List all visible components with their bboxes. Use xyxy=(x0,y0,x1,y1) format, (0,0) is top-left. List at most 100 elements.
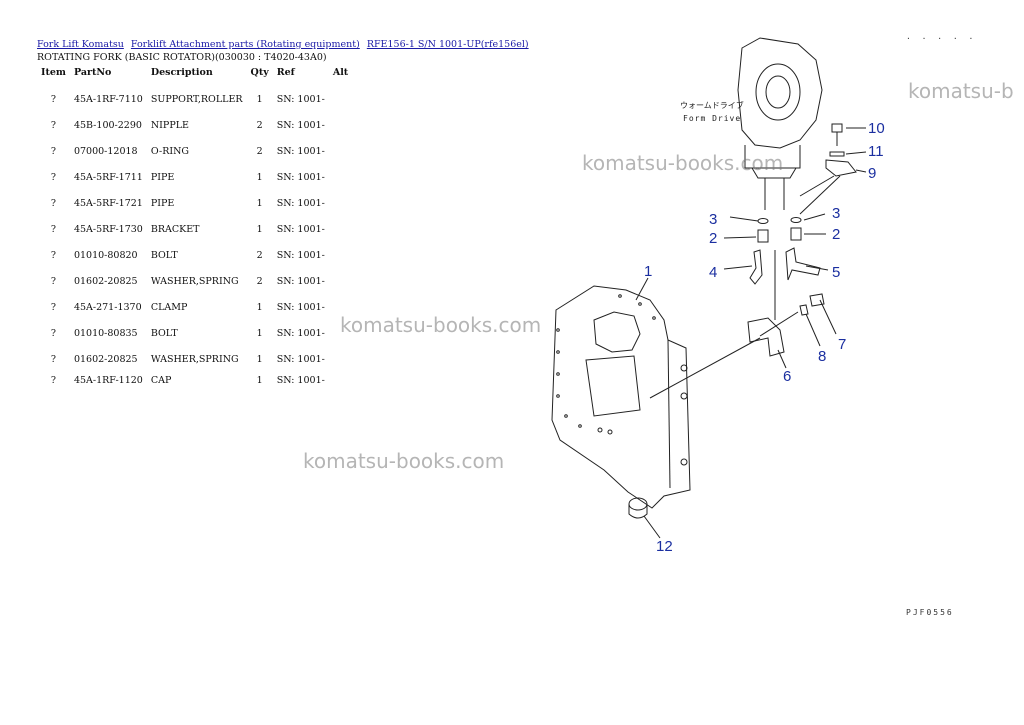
cell-ref: SN: 1001- xyxy=(276,374,325,386)
callout-6: 6 xyxy=(783,368,791,385)
cell-partno: 01602-20825 xyxy=(73,353,138,365)
diagram-labels: ウォームドライブ Form Drive xyxy=(680,100,744,123)
cell-description: SUPPORT,ROLLER xyxy=(150,93,243,105)
cell-ref: SN: 1001- xyxy=(276,353,325,365)
cell-item: ? xyxy=(50,197,57,209)
form-drive-label: Form Drive xyxy=(683,114,741,123)
cell-description: WASHER,SPRING xyxy=(150,353,239,365)
cell-alt xyxy=(329,86,352,112)
cell-qty: 2 xyxy=(256,249,263,261)
table-row: ? 45A-271-1370 CLAMP 1 SN: 1001- xyxy=(37,294,352,320)
callout-8: 8 xyxy=(818,348,826,365)
callout-numbers: 1 2 2 3 3 4 5 6 7 8 9 10 11 12 xyxy=(644,120,885,555)
cell-qty: 1 xyxy=(256,327,263,339)
watermark: komatsu-books.com xyxy=(582,151,784,175)
callout-1: 1 xyxy=(644,263,652,280)
drawing-ref-code: PJF0556 xyxy=(906,608,954,617)
cell-qty: 2 xyxy=(256,145,263,157)
cell-description: NIPPLE xyxy=(150,119,189,131)
cell-qty: 1 xyxy=(256,93,263,105)
parts-table: Item PartNo Description Qty Ref Alt ? 45… xyxy=(37,65,352,388)
table-header-row: Item PartNo Description Qty Ref Alt xyxy=(37,65,352,86)
table-row: ? 45A-1RF-7110 SUPPORT,ROLLER 1 SN: 1001… xyxy=(37,86,352,112)
callout-7: 7 xyxy=(838,336,846,353)
callout-3-right: 3 xyxy=(832,205,840,222)
pipe-5 xyxy=(785,247,821,281)
nipple-right xyxy=(790,227,802,241)
cell-partno: 45A-5RF-1730 xyxy=(73,223,143,235)
cell-item: ? xyxy=(50,119,57,131)
pipe-4 xyxy=(749,249,763,285)
cell-alt xyxy=(329,138,352,164)
header-alt: Alt xyxy=(332,67,349,78)
cell-description: PIPE xyxy=(150,171,175,183)
table-row: ? 45B-100-2290 NIPPLE 2 SN: 1001- xyxy=(37,112,352,138)
cell-partno: 01010-80835 xyxy=(73,327,138,339)
callout-9: 9 xyxy=(868,165,876,182)
table-row: ? 45A-5RF-1721 PIPE 1 SN: 1001- xyxy=(37,190,352,216)
cell-qty: 2 xyxy=(256,119,263,131)
jp-drive-label: ウォームドライブ xyxy=(680,100,744,110)
cell-description: BOLT xyxy=(150,249,178,261)
callout-2-left: 2 xyxy=(709,230,717,247)
clamp-9 xyxy=(825,159,857,177)
cell-qty: 1 xyxy=(256,353,263,365)
cell-partno: 45A-5RF-1721 xyxy=(73,197,143,209)
cell-item: ? xyxy=(50,353,57,365)
washer-11 xyxy=(829,151,845,157)
cell-alt xyxy=(329,372,352,388)
cell-qty: 1 xyxy=(256,171,263,183)
cell-alt xyxy=(329,164,352,190)
cell-item: ? xyxy=(50,327,57,339)
callout-12: 12 xyxy=(656,538,673,555)
watermark: komatsu-books.com xyxy=(340,313,542,337)
cell-partno: 45A-5RF-1711 xyxy=(73,171,143,183)
cell-ref: SN: 1001- xyxy=(276,145,325,157)
table-row: ? 45A-1RF-1120 CAP 1 SN: 1001- xyxy=(37,372,352,388)
cell-partno: 01010-80820 xyxy=(73,249,138,261)
table-row: ? 01010-80820 BOLT 2 SN: 1001- xyxy=(37,242,352,268)
header-description: Description xyxy=(150,67,213,78)
callout-5: 5 xyxy=(832,264,840,281)
o-ring-left xyxy=(757,218,769,224)
cell-item: ? xyxy=(50,249,57,261)
callout-4: 4 xyxy=(709,264,717,281)
cell-description: PIPE xyxy=(150,197,175,209)
cell-alt xyxy=(329,346,352,372)
breadcrumb-link-attachment[interactable]: Forklift Attachment parts (Rotating equi… xyxy=(130,39,360,50)
cell-partno: 07000-12018 xyxy=(73,145,138,157)
cap-12 xyxy=(628,497,648,511)
table-row: ? 45A-5RF-1711 PIPE 1 SN: 1001- xyxy=(37,164,352,190)
callout-2-right: 2 xyxy=(832,226,840,243)
cell-ref: SN: 1001- xyxy=(276,275,325,287)
cell-qty: 1 xyxy=(256,223,263,235)
cell-partno: 45A-1RF-7110 xyxy=(73,93,143,105)
cell-item: ? xyxy=(50,171,57,183)
rotator-housing xyxy=(737,37,823,149)
corner-marker: · · · · · xyxy=(906,34,977,43)
page-subtitle: ROTATING FORK (BASIC ROTATOR)(030030 : T… xyxy=(37,52,327,63)
cell-qty: 2 xyxy=(256,275,263,287)
cell-qty: 1 xyxy=(256,374,263,386)
cell-item: ? xyxy=(50,223,57,235)
cell-alt xyxy=(329,216,352,242)
diagram-linework xyxy=(551,37,867,539)
cell-alt xyxy=(329,112,352,138)
support-plate xyxy=(551,285,691,509)
cell-description: BRACKET xyxy=(150,223,200,235)
o-ring-right xyxy=(790,217,802,223)
cell-description: CLAMP xyxy=(150,301,188,313)
header-item: Item xyxy=(41,67,66,78)
breadcrumb-link-model[interactable]: RFE156-1 S/N 1001-UP(rfe156el) xyxy=(366,39,529,50)
watermark: komatsu-books.com xyxy=(303,449,505,473)
table-row: ? 01010-80835 BOLT 1 SN: 1001- xyxy=(37,320,352,346)
callout-3-left: 3 xyxy=(709,211,717,228)
table-row: ? 07000-12018 O-RING 2 SN: 1001- xyxy=(37,138,352,164)
breadcrumb-link-fork-lift[interactable]: Fork Lift Komatsu xyxy=(37,39,124,50)
cell-ref: SN: 1001- xyxy=(276,171,325,183)
cell-alt xyxy=(329,268,352,294)
breadcrumb: Fork Lift Komatsu Forklift Attachment pa… xyxy=(37,39,533,50)
callout-11: 11 xyxy=(868,143,884,160)
washer-8 xyxy=(799,304,809,316)
cell-item: ? xyxy=(50,275,57,287)
